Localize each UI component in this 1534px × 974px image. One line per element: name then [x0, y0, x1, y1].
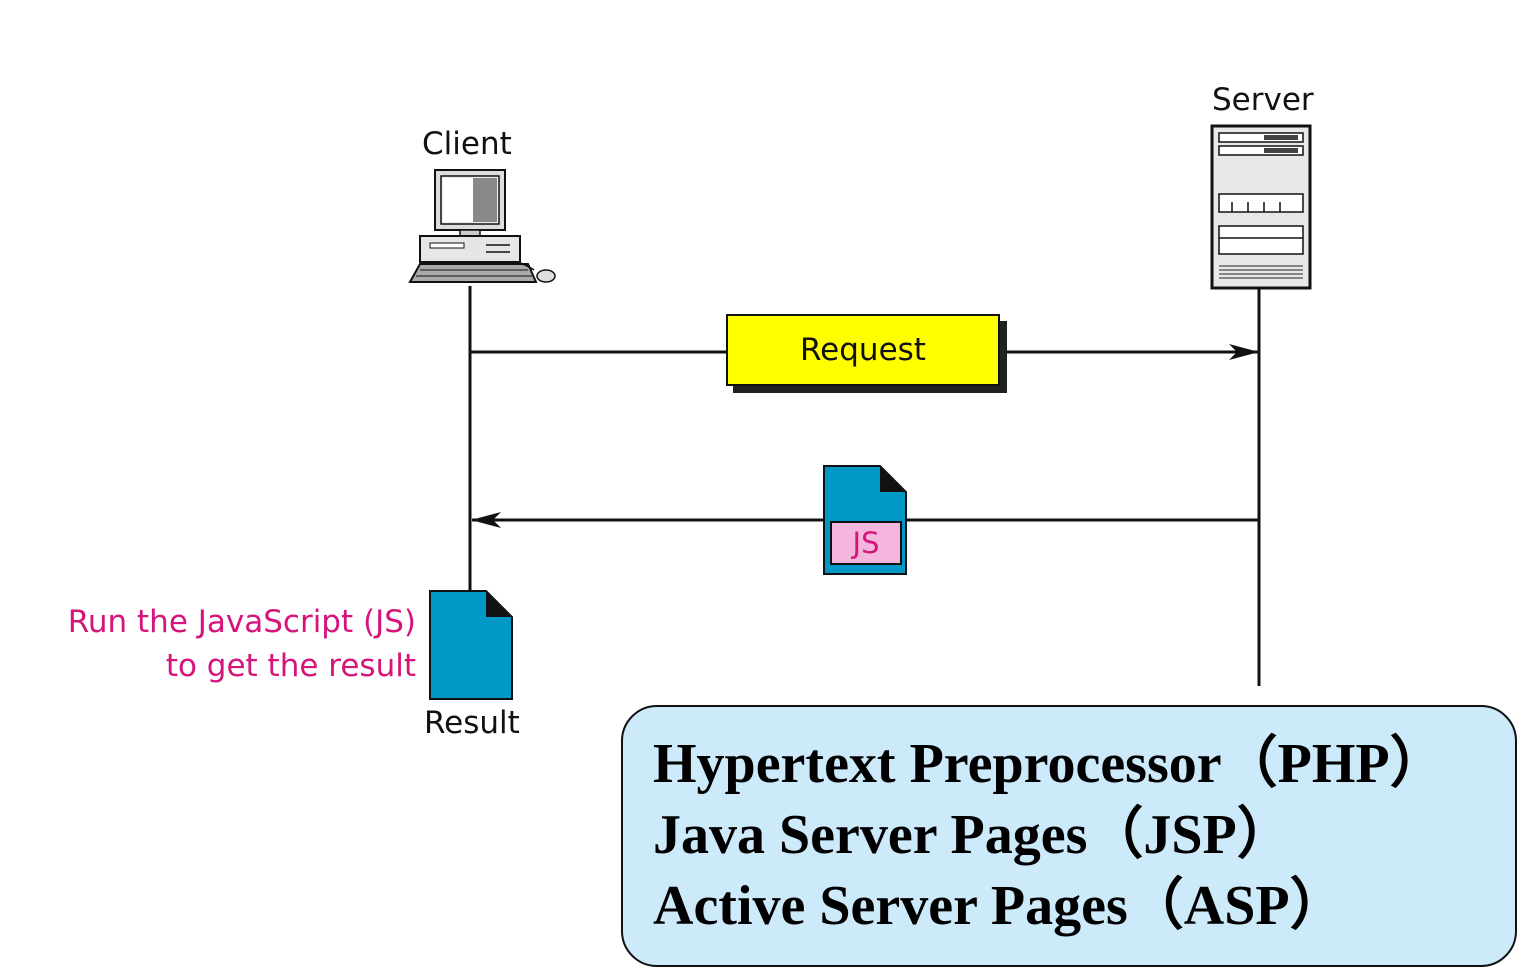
request-message-box: Request — [726, 314, 1000, 386]
server-icon — [1210, 124, 1312, 290]
server-technologies-box: Hypertext Preprocessor（PHP） Java Server … — [621, 705, 1517, 967]
run-javascript-note-line1: Run the JavaScript (JS) — [67, 604, 416, 640]
run-javascript-note: Run the JavaScript (JS) to get the resul… — [68, 600, 416, 688]
technology-jsp: Java Server Pages（JSP） — [653, 804, 1293, 866]
technology-php: Hypertext Preprocessor（PHP） — [653, 733, 1446, 795]
technology-asp: Active Server Pages（ASP） — [653, 875, 1346, 937]
server-label: Server — [1212, 82, 1314, 118]
client-label: Client — [422, 126, 512, 162]
result-document-icon — [429, 590, 513, 700]
js-tag: JS — [830, 521, 902, 565]
result-label: Result — [424, 705, 520, 741]
run-javascript-note-line2: to get the result — [165, 648, 416, 684]
computer-icon — [408, 169, 556, 283]
